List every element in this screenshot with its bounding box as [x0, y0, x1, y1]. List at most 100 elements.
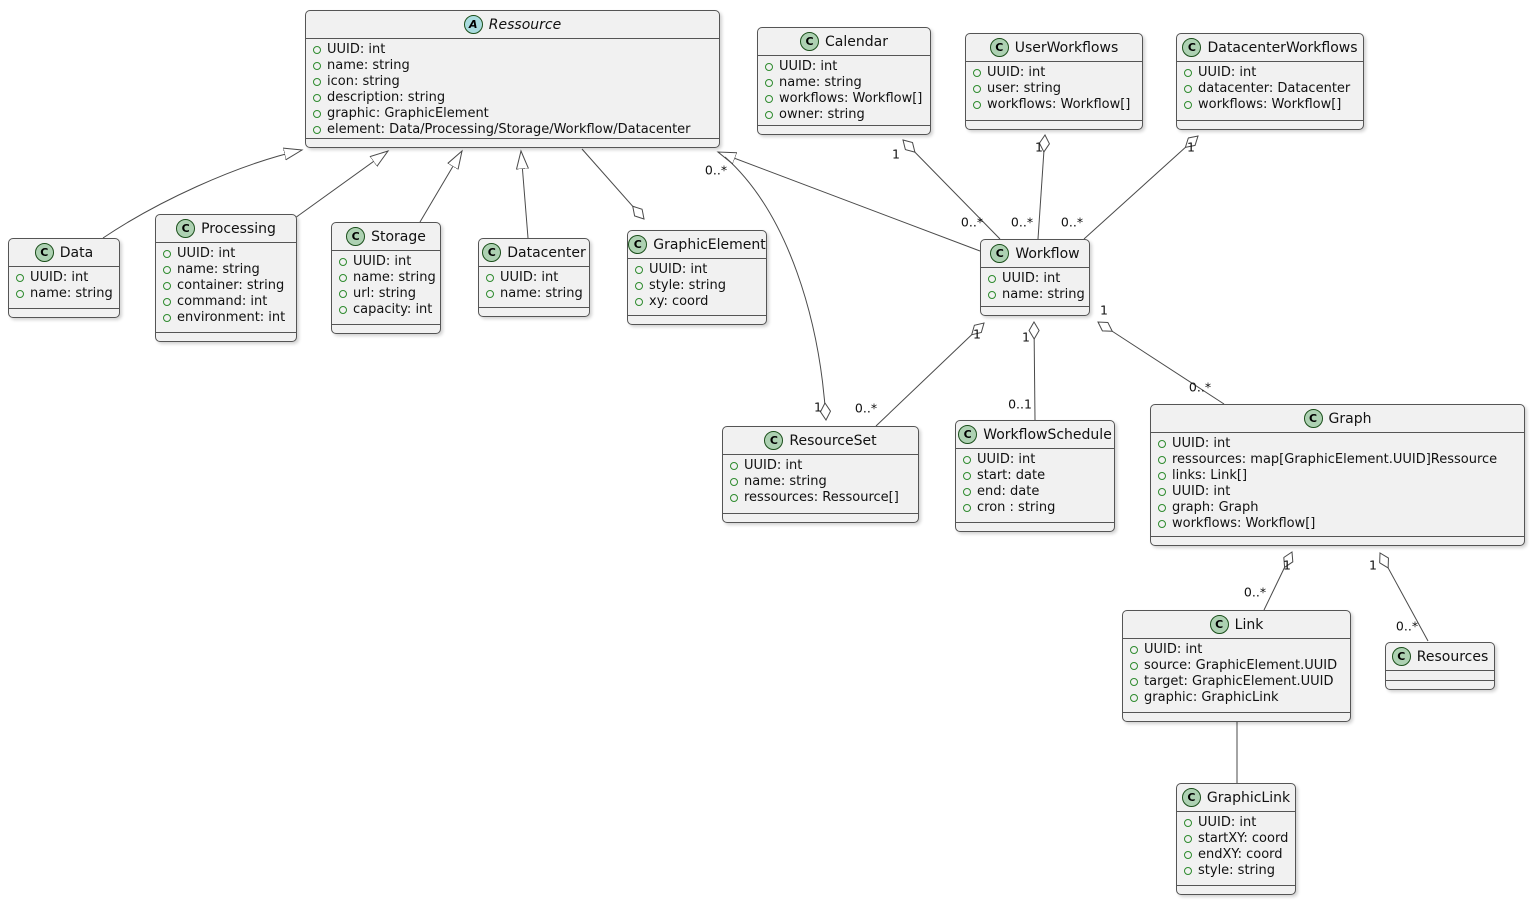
- field-visibility-icon: [16, 274, 24, 282]
- attribute-row: workflows: Workflow[]: [1158, 516, 1517, 532]
- field-visibility-icon: [1130, 662, 1138, 670]
- methods-compartment: [332, 324, 440, 333]
- field-visibility-icon: [963, 456, 971, 464]
- class-icon: C: [1182, 38, 1202, 57]
- field-visibility-icon: [765, 95, 773, 103]
- attribute-row: environment: int: [163, 310, 289, 326]
- field-visibility-icon: [1184, 101, 1192, 109]
- relation-graph-link-line: [1263, 552, 1292, 611]
- field-visibility-icon: [313, 46, 321, 54]
- attribute-row: xy: coord: [635, 294, 759, 310]
- field-visibility-icon: [339, 258, 347, 266]
- field-visibility-icon: [1184, 85, 1192, 93]
- attribute-row: UUID: int: [163, 246, 289, 262]
- methods-compartment: [1177, 885, 1295, 894]
- class-icon: C: [1181, 788, 1201, 807]
- class-name: Link: [1234, 616, 1264, 633]
- attribute-text: name: string: [779, 75, 862, 90]
- attribute-row: UUID: int: [1158, 436, 1517, 452]
- field-visibility-icon: [313, 94, 321, 102]
- attribute-row: ressources: map[GraphicElement.UUID]Ress…: [1158, 452, 1517, 468]
- class-icon: C: [764, 431, 784, 450]
- attribute-row: end: date: [963, 484, 1107, 500]
- attribute-row: name: string: [16, 286, 113, 302]
- class-name: Storage: [371, 228, 426, 245]
- field-visibility-icon: [1158, 520, 1166, 528]
- class-icon: C: [482, 243, 502, 262]
- class-icon: C: [346, 227, 366, 246]
- attribute-text: name: string: [177, 262, 260, 277]
- methods-compartment: [1386, 680, 1494, 689]
- class-name: GraphicLink: [1206, 789, 1291, 806]
- attribute-text: graph: Graph: [1172, 500, 1259, 515]
- attribute-text: UUID: int: [1002, 271, 1061, 286]
- field-visibility-icon: [1184, 851, 1192, 859]
- field-visibility-icon: [730, 462, 738, 470]
- multiplicity-label: 1: [814, 399, 822, 415]
- methods-compartment: [9, 308, 119, 317]
- field-visibility-icon: [1158, 456, 1166, 464]
- attribute-row: UUID: int: [635, 262, 759, 278]
- field-visibility-icon: [635, 298, 643, 306]
- attribute-row: target: GraphicElement.UUID: [1130, 674, 1343, 690]
- attribute-text: UUID: int: [1198, 65, 1257, 80]
- class-name: WorkflowSchedule: [983, 426, 1112, 443]
- attribute-row: user: string: [973, 81, 1135, 97]
- field-visibility-icon: [486, 274, 494, 282]
- field-visibility-icon: [1184, 819, 1192, 827]
- attribute-text: name: string: [30, 286, 113, 301]
- attribute-text: UUID: int: [779, 59, 838, 74]
- attribute-text: end: date: [977, 484, 1040, 499]
- methods-compartment: [1123, 712, 1350, 721]
- relation-storage-ressource-line: [419, 151, 462, 223]
- attribute-text: url: string: [353, 286, 417, 301]
- attribute-text: workflows: Workflow[]: [987, 97, 1131, 112]
- attribute-text: graphic: GraphicLink: [1144, 690, 1279, 705]
- class-name: Workflow: [1015, 245, 1080, 262]
- class-title: C Storage: [332, 223, 440, 251]
- class-icon: C: [989, 38, 1009, 57]
- methods-compartment: [723, 513, 918, 522]
- class-title: C GraphicLink: [1177, 784, 1295, 812]
- methods-compartment: [1177, 120, 1363, 129]
- attribute-row: name: string: [163, 262, 289, 278]
- field-visibility-icon: [1130, 694, 1138, 702]
- class-name: Resources: [1416, 648, 1489, 665]
- attribute-text: datacenter: Datacenter: [1198, 81, 1351, 96]
- relation-workflow-graph-line: [1098, 322, 1225, 405]
- field-visibility-icon: [163, 298, 171, 306]
- multiplicity-label: 1: [1022, 329, 1030, 345]
- relation-processing-ressource-line: [294, 151, 388, 219]
- field-visibility-icon: [988, 291, 996, 299]
- field-visibility-icon: [973, 101, 981, 109]
- class-icon: C: [34, 243, 54, 262]
- multiplicity-label: 0..*: [1243, 584, 1267, 600]
- field-visibility-icon: [339, 274, 347, 282]
- attribute-row: startXY: coord: [1184, 831, 1288, 847]
- attribute-text: name: string: [353, 270, 436, 285]
- attribute-text: links: Link[]: [1172, 468, 1248, 483]
- methods-compartment: [1151, 536, 1524, 545]
- relation-resourceset-ressource-line: [724, 156, 826, 420]
- class-name: GraphicElement: [653, 236, 766, 253]
- attribute-text: graphic: GraphicElement: [327, 106, 489, 121]
- attribute-row: datacenter: Datacenter: [1184, 81, 1356, 97]
- attribute-text: UUID: int: [500, 270, 559, 285]
- attribute-text: UUID: int: [744, 458, 803, 473]
- field-visibility-icon: [973, 69, 981, 77]
- methods-compartment: [981, 306, 1089, 315]
